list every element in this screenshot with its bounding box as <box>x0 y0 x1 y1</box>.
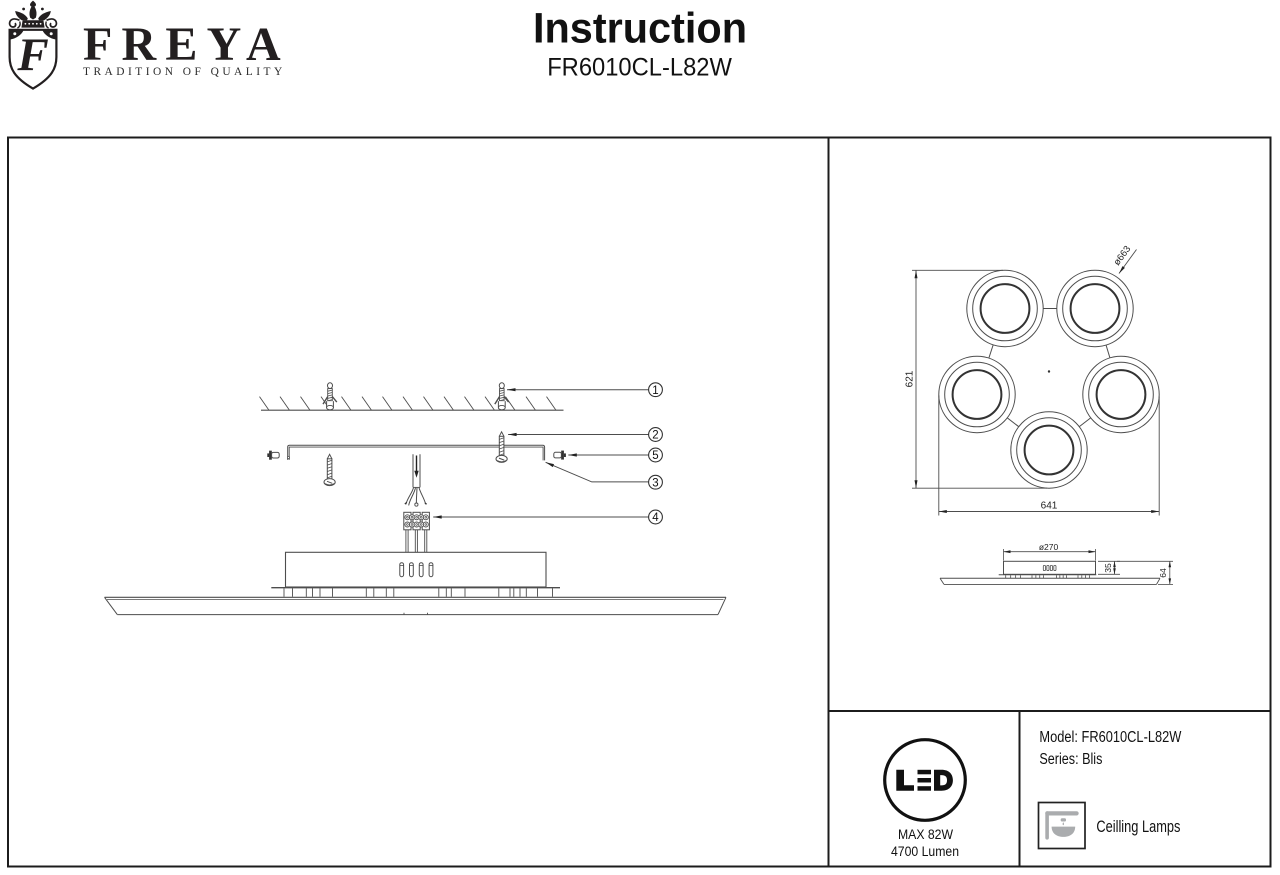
svg-text:35: 35 <box>1103 563 1113 573</box>
svg-text:3: 3 <box>652 477 658 489</box>
svg-text:4700 Lumen: 4700 Lumen <box>891 844 959 859</box>
svg-text:5: 5 <box>652 450 658 462</box>
svg-text:Ceilling Lamps: Ceilling Lamps <box>1096 817 1180 836</box>
svg-text:TRADITION OF QUALITY: TRADITION OF QUALITY <box>83 66 286 78</box>
svg-text:Instruction: Instruction <box>533 5 747 52</box>
svg-text:Model: FR6010CL-L82W: Model: FR6010CL-L82W <box>1039 729 1181 746</box>
svg-text:MAX 82W: MAX 82W <box>898 827 953 842</box>
svg-text:ø270: ø270 <box>1039 542 1059 552</box>
svg-text:1: 1 <box>652 385 658 397</box>
svg-text:FR6010CL-L82W: FR6010CL-L82W <box>547 54 732 81</box>
svg-text:FREYA: FREYA <box>83 18 290 71</box>
svg-text:621: 621 <box>905 370 916 387</box>
svg-text:Series: Blis: Series: Blis <box>1039 751 1102 768</box>
svg-text:2: 2 <box>652 430 658 442</box>
svg-text:F: F <box>16 29 48 81</box>
svg-text:4: 4 <box>652 512 659 524</box>
svg-text:641: 641 <box>1041 501 1058 512</box>
svg-text:64: 64 <box>1158 568 1168 578</box>
